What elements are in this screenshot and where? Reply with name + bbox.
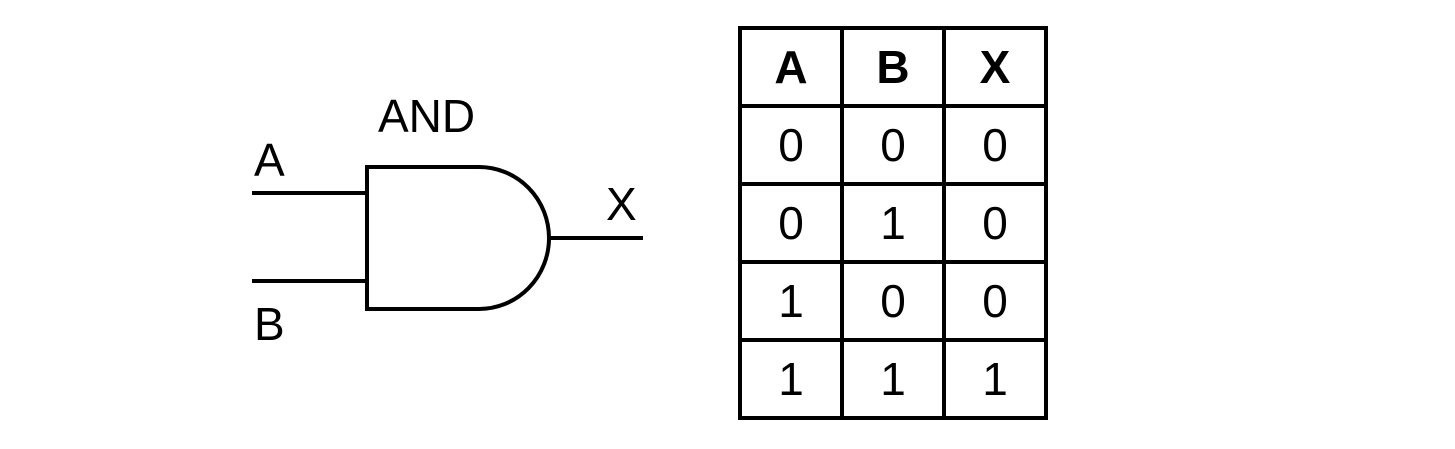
- input-b-label: B: [254, 298, 285, 350]
- table-cell: 0: [942, 104, 1048, 186]
- table-cell: 1: [942, 338, 1048, 420]
- table-row: 0 1 0: [738, 182, 1048, 264]
- output-x-label: X: [606, 178, 637, 230]
- table-cell: 1: [738, 338, 844, 420]
- table-cell: 1: [840, 338, 946, 420]
- table-cell: 1: [738, 260, 844, 342]
- gate-name-label: AND: [378, 90, 475, 142]
- table-row: 1 0 0: [738, 260, 1048, 342]
- truth-table-header-row: A B X: [738, 26, 1048, 108]
- header-cell-a: A: [738, 26, 844, 108]
- table-cell: 0: [840, 104, 946, 186]
- table-cell: 0: [738, 182, 844, 264]
- table-cell: 0: [942, 182, 1048, 264]
- and-gate-symbol: [365, 165, 551, 311]
- table-row: 0 0 0: [738, 104, 1048, 186]
- table-row: 1 1 1: [738, 338, 1048, 420]
- table-cell: 0: [840, 260, 946, 342]
- table-cell: 0: [738, 104, 844, 186]
- header-cell-b: B: [840, 26, 946, 108]
- table-cell: 0: [942, 260, 1048, 342]
- header-cell-x: X: [942, 26, 1048, 108]
- table-cell: 1: [840, 182, 946, 264]
- truth-table: A B X 0 0 0 0 1 0 1 0 0 1 1 1: [738, 26, 1048, 420]
- and-gate-diagram: AND A B X: [252, 90, 643, 350]
- input-a-label: A: [254, 134, 285, 186]
